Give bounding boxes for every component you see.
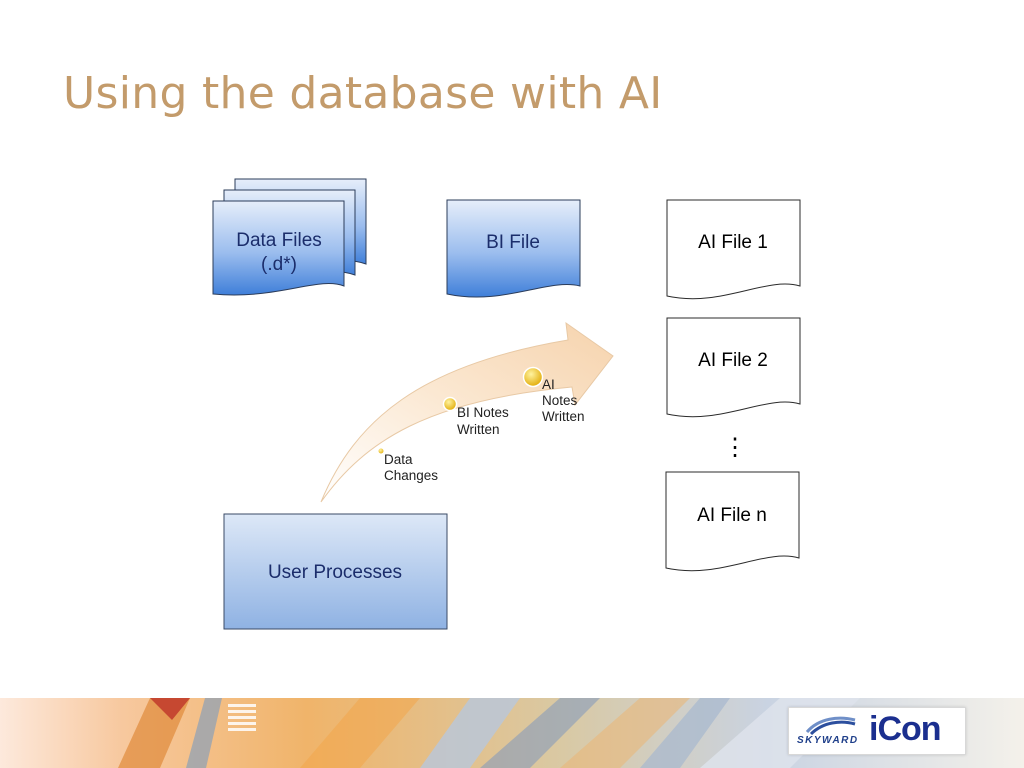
ai-file-n-label: AI File n — [697, 505, 767, 526]
more-files-ellipsis: ⋮ — [723, 434, 747, 461]
logo-product-text: iCon — [869, 710, 942, 748]
bi-file-label: BI File — [486, 232, 540, 253]
ai-notes-label-line2: Notes — [542, 393, 578, 408]
ai-notes-marker — [522, 366, 544, 388]
data-files-extension-label: (.d*) — [261, 254, 297, 275]
data-files-label: Data Files — [236, 230, 322, 251]
logo-brand-text: SKYWARD — [797, 735, 859, 746]
data-changes-label-line1: Data — [384, 452, 413, 467]
user-processes-label: User Processes — [268, 562, 402, 583]
ai-file-2-document: AI File 2 — [666, 317, 801, 418]
ai-file-2-label: AI File 2 — [698, 350, 768, 371]
ai-notes-label-line1: AI — [542, 377, 555, 392]
ai-file-1-document: AI File 1 — [666, 199, 801, 300]
slide-title: Using the database with AI — [63, 68, 663, 119]
footer-decoration: SKYWARD iCon — [0, 698, 1024, 768]
skyward-icon-logo: SKYWARD iCon — [788, 707, 966, 755]
ai-file-1-label: AI File 1 — [698, 232, 768, 253]
data-changes-marker — [377, 447, 385, 455]
bi-notes-label-line2: Written — [457, 422, 500, 437]
bi-notes-marker — [442, 396, 458, 412]
user-processes-box: User Processes — [223, 513, 448, 630]
data-files-document: Data Files (.d*) — [212, 178, 367, 296]
skyward-swoosh-icon — [805, 716, 856, 736]
ai-notes-label-line3: Written — [542, 409, 585, 424]
bi-notes-label-line1: BI Notes — [457, 405, 509, 420]
data-changes-label-line2: Changes — [384, 468, 438, 483]
bi-file-document: BI File — [446, 199, 581, 298]
ai-file-n-document: AI File n — [665, 471, 800, 572]
process-arrow — [320, 321, 614, 503]
